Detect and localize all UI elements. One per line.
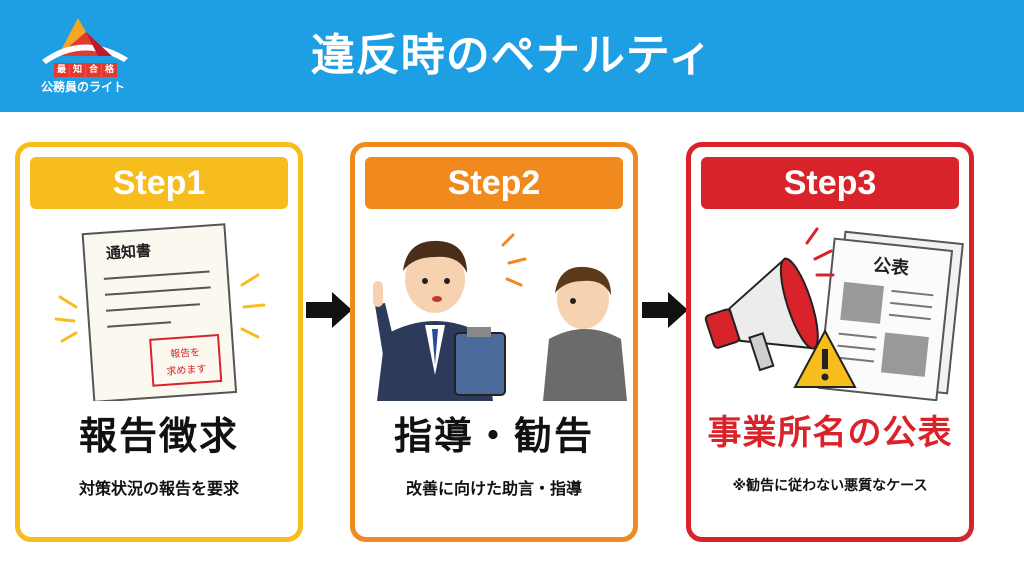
doc-heading: 通知書 <box>105 242 151 263</box>
step-title: 事業所名の公表 <box>707 413 953 453</box>
logo-badge: 知 <box>70 63 85 77</box>
step-label: Step1 <box>30 157 288 209</box>
stamp-text: 報告を <box>170 345 201 360</box>
paper-heading: 公表 <box>872 254 911 280</box>
step-card-3: Step3 公表 <box>686 142 974 542</box>
stamp-text: 求めます <box>166 363 207 378</box>
step-description: ※勧告に従わない悪質なケース <box>732 478 928 494</box>
mountain-logo-icon <box>42 18 128 64</box>
arrow-right-icon <box>642 292 688 328</box>
step-description: 対策状況の報告を要求 <box>78 479 239 498</box>
step-label: Step2 <box>365 157 623 209</box>
site-logo[interactable]: 最 知 合 格 公務員のライト <box>28 12 138 100</box>
megaphone-publication-icon: 公表 <box>704 227 964 401</box>
step-card-1: Step1 通知書 報告を 求めます 報告徴求 対策状況の報告を要求 <box>15 142 303 542</box>
step-title: 指導・勧告 <box>393 414 594 458</box>
notice-document-icon: 通知書 報告を 求めます <box>54 223 266 401</box>
logo-badge: 最 <box>54 63 69 77</box>
page-title: 違反時のペナルティ <box>310 30 714 81</box>
logo-badge: 合 <box>86 63 101 77</box>
header-banner: 最 知 合 格 公務員のライト 違反時のペナルティ <box>0 0 1024 112</box>
step-card-2: Step2 指導・勧告 改善に向けた助言・指導 <box>350 142 638 542</box>
officials-guidance-icon <box>373 233 627 401</box>
logo-badge: 格 <box>102 63 117 77</box>
logo-text: 公務員のライト <box>40 80 125 94</box>
arrow-right-icon <box>306 292 352 328</box>
step-description: 改善に向けた助言・指導 <box>405 479 582 498</box>
logo-badges: 最 知 合 格 <box>54 63 117 77</box>
step-title: 報告徴求 <box>78 414 239 458</box>
step-label: Step3 <box>701 157 959 209</box>
